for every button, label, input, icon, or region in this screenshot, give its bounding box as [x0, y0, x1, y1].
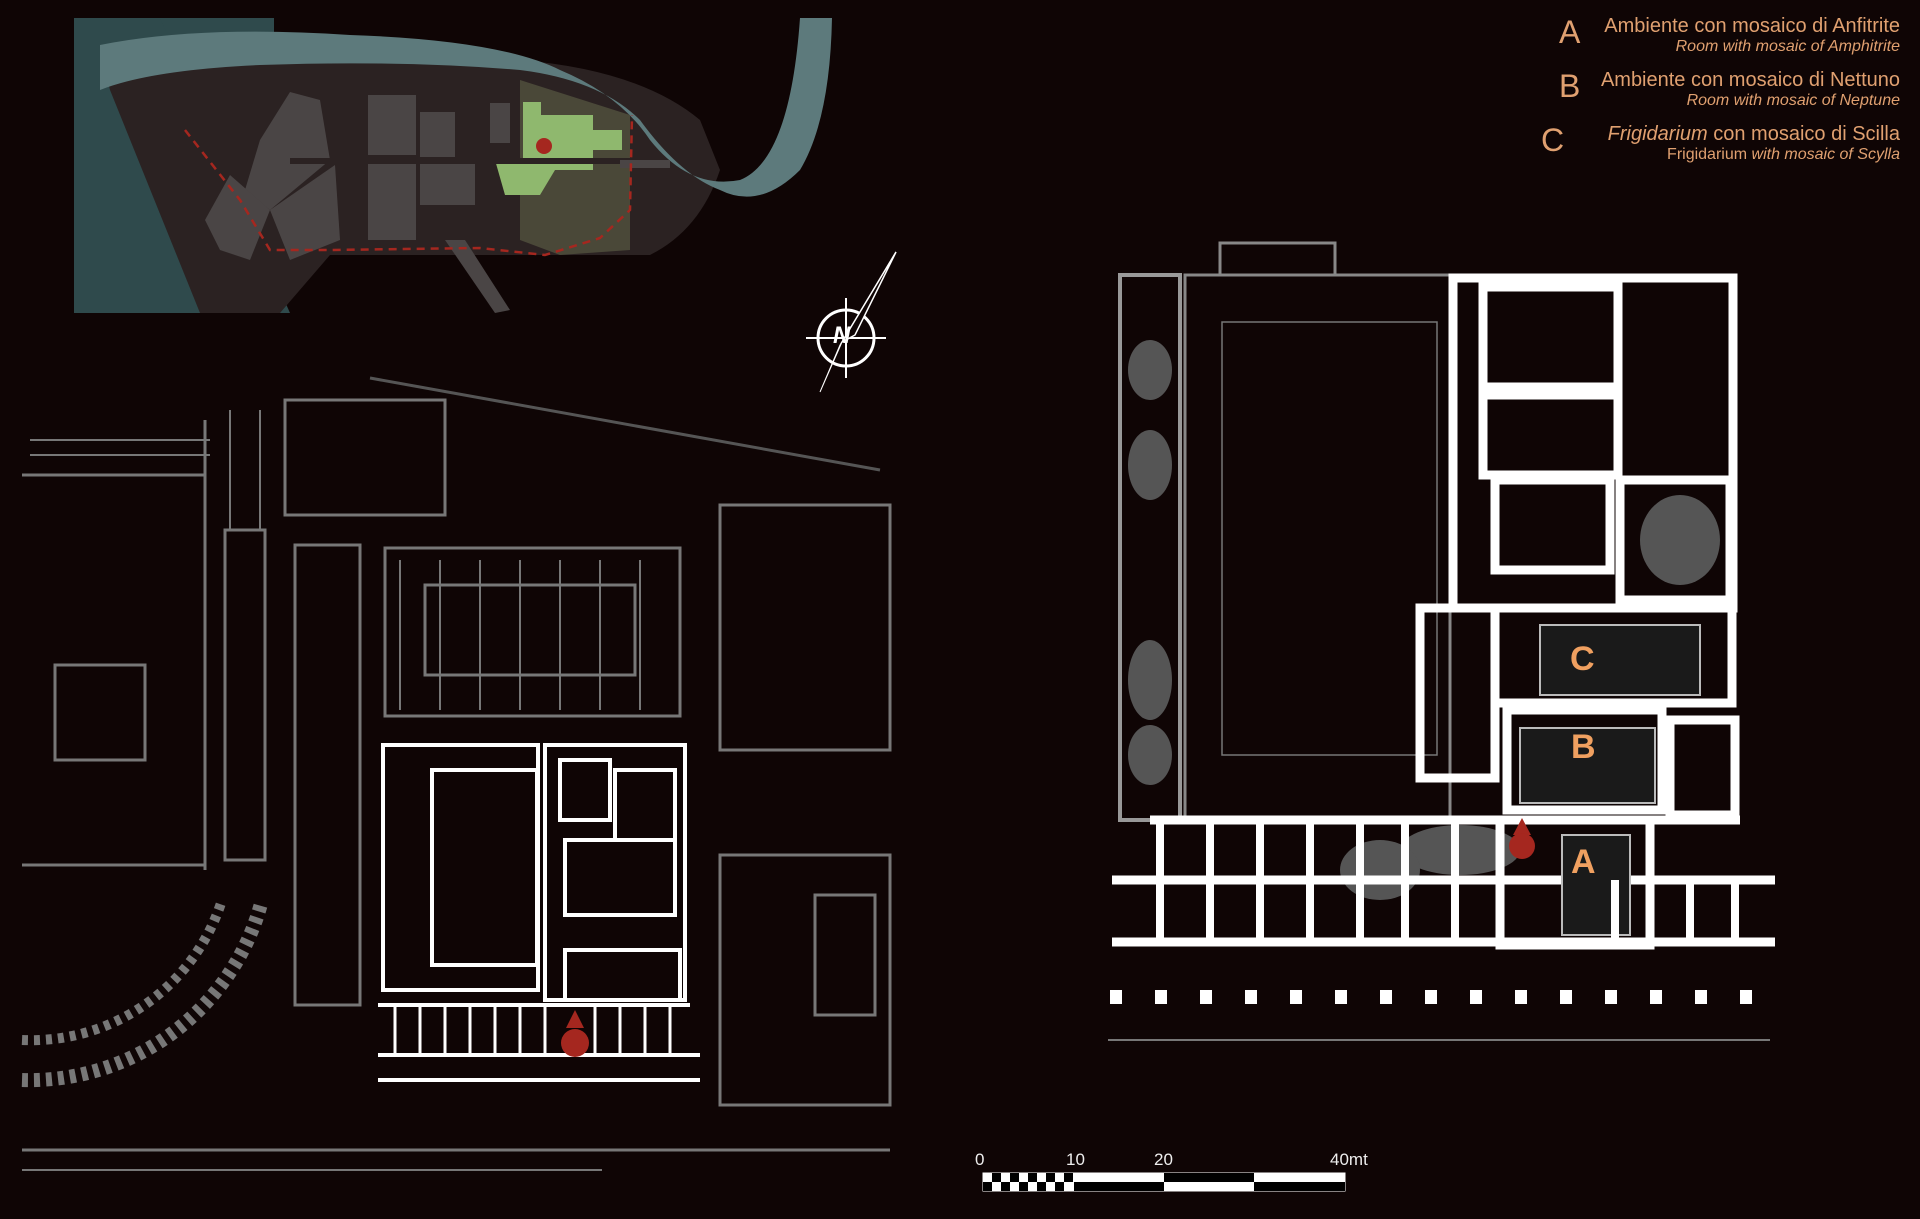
legend-subtitle: Frigidarium with mosaic of Scylla [1601, 146, 1900, 164]
legend-title: Ambiente con mosaico di Anfitrite [1604, 15, 1900, 37]
location-inset-map [74, 18, 832, 313]
legend-subtitle-rest: with mosaic of Scylla [1747, 146, 1901, 163]
scale-bar [982, 1172, 1346, 1192]
detailed-building-plan [1108, 241, 1775, 1041]
legend-subtitle-plain: Frigidarium [1667, 146, 1748, 163]
river [100, 18, 832, 197]
room-label-a: A [1571, 843, 1596, 881]
north-compass-icon [806, 251, 897, 393]
site-highlight [495, 102, 622, 195]
scale-tick-0: 0 [975, 1150, 985, 1169]
legend-title: Frigidarium con mosaico di Scilla [1601, 122, 1900, 146]
legend-item-a: A Ambiente con mosaico di Anfitrite Room… [1541, 14, 1900, 56]
mosaic-fragments [1128, 340, 1720, 900]
colonnade-piers [1110, 990, 1752, 1004]
entrance-marker-detail [1509, 818, 1535, 859]
entrance-marker [561, 1010, 589, 1057]
room-label-c: C [1570, 640, 1595, 678]
legend-item-c: C Frigidarium con mosaico di Scilla Frig… [1541, 122, 1900, 164]
scale-tick-20: 20 [1154, 1150, 1173, 1169]
location-marker [536, 138, 552, 154]
site-boundary [184, 114, 634, 257]
legend-title-italic: Frigidarium [1607, 123, 1708, 145]
site-context-plan [21, 376, 892, 1171]
legend-title-rest: con mosaico di Scilla [1707, 123, 1900, 145]
legend-title: Ambiente con mosaico di Nettuno [1600, 69, 1900, 91]
compass-north-label: N [833, 322, 851, 349]
legend-subtitle: Room with mosaic of Neptune [1686, 92, 1900, 109]
scale-tick-40: 40mt [1330, 1150, 1368, 1169]
highlighted-building-plan [378, 743, 700, 1082]
legend: A Ambiente con mosaico di Anfitrite Room… [1541, 14, 1900, 176]
legend-letter: A [1558, 14, 1581, 50]
shop-walls [1156, 820, 1739, 940]
legend-subtitle: Room with mosaic of Amphitrite [1675, 38, 1900, 55]
city-blocks [205, 92, 510, 313]
main-road [290, 158, 630, 164]
legend-letter: C [1540, 122, 1565, 158]
legend-letter: B [1558, 68, 1581, 104]
legend-item-b: B Ambiente con mosaico di Nettuno Room w… [1541, 68, 1900, 110]
room-label-b: B [1571, 728, 1596, 766]
scale-tick-10: 10 [1066, 1150, 1085, 1169]
